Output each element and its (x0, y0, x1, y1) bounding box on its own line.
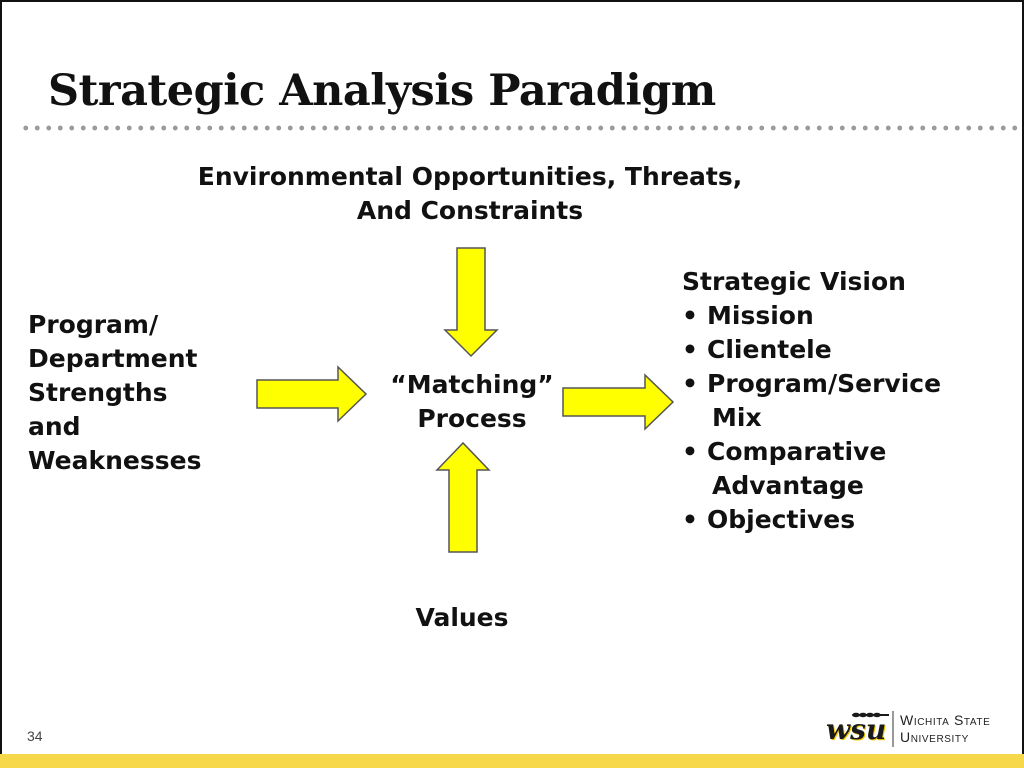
environment-label: Environmental Opportunities, Threats, An… (160, 160, 780, 228)
wsu-wordmark: wsu (826, 713, 887, 746)
environment-label-line1: Environmental Opportunities, Threats, (197, 162, 743, 191)
left-label-line: Program/ (28, 310, 159, 339)
environment-label-line2: And Constraints (356, 196, 584, 225)
vision-item: Clientele (682, 333, 1012, 367)
strengths-weaknesses-label: Program/ Department Strengths and Weakne… (28, 308, 248, 478)
vision-item: Objectives (682, 503, 1012, 537)
strategic-vision-block: Strategic Vision Mission Clientele Progr… (682, 265, 1012, 537)
matching-label-line2: Process (417, 404, 527, 433)
bottom-accent-bar (0, 754, 1024, 768)
values-label: Values (415, 603, 509, 632)
left-label-line: Strengths (28, 378, 168, 407)
slide-number: 34 (27, 728, 43, 744)
university-name-line1: Wichita State (900, 712, 991, 728)
university-name: Wichita State University (900, 712, 990, 746)
arrow-right-icon (562, 373, 675, 431)
left-label-line: and (28, 412, 81, 441)
arrow-up-icon (435, 441, 491, 553)
vision-item: Mission (682, 299, 1012, 333)
wheat-icon (852, 712, 889, 718)
dotted-divider (20, 124, 1024, 132)
matching-process-label: “Matching” Process (372, 368, 572, 436)
arrow-right-icon (256, 365, 368, 423)
university-logo: wsu Wichita State University (826, 708, 1011, 750)
university-name-line2: University (900, 729, 969, 745)
left-label-line: Department (28, 344, 198, 373)
strategic-vision-heading: Strategic Vision (682, 267, 906, 296)
arrow-down-icon (443, 247, 499, 358)
left-label-line: Weaknesses (28, 446, 202, 475)
logo-divider (892, 711, 894, 747)
matching-label-line1: “Matching” (390, 370, 554, 399)
slide-title: Strategic Analysis Paradigm (48, 66, 716, 116)
